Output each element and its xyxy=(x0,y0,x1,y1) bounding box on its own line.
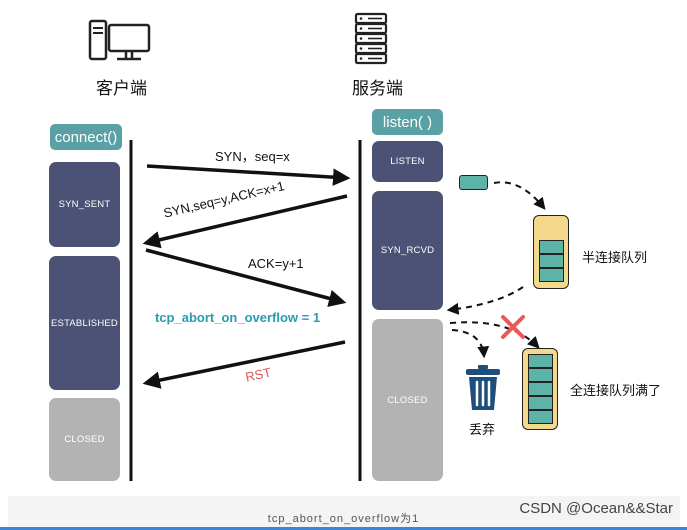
client-state-established: ESTABLISHED xyxy=(49,256,120,390)
connect-header: connect() xyxy=(50,124,122,150)
queue-slot xyxy=(528,396,553,410)
server-icon xyxy=(354,12,388,65)
to-full-queue-arrow xyxy=(449,321,540,349)
syn-label: SYN，seq=x xyxy=(215,149,290,164)
queue-slot xyxy=(528,354,553,368)
ack-arrow xyxy=(145,248,347,307)
abort-label: tcp_abort_on_overflow = 1 xyxy=(155,310,321,325)
queue-slot xyxy=(528,410,553,424)
queue-slot xyxy=(528,368,553,382)
bottom-accent-line xyxy=(0,527,687,530)
to-discard-arrow xyxy=(451,329,490,359)
server-state-syn-rcvd: SYN_RCVD xyxy=(372,191,443,310)
cross-icon xyxy=(501,315,525,339)
discard-label: 丢弃 xyxy=(469,422,496,437)
watermark: CSDN @Ocean&&Star xyxy=(519,500,673,517)
computer-icon xyxy=(88,19,151,61)
server-title: 服务端 xyxy=(352,79,403,98)
footer-bar xyxy=(8,496,680,530)
ack-label: ACK=y+1 xyxy=(248,256,304,271)
trash-icon xyxy=(466,365,500,410)
half-queue xyxy=(533,215,569,289)
queue-slot xyxy=(539,254,564,268)
client-state-syn-sent: SYN_SENT xyxy=(49,162,120,247)
client-state-closed: CLOSED xyxy=(49,398,120,481)
queue-slot xyxy=(528,382,553,396)
full-queue xyxy=(522,348,558,430)
client-title: 客户端 xyxy=(96,79,147,98)
queue-slot xyxy=(539,240,564,254)
synack-arrow xyxy=(142,194,348,249)
queue-slot xyxy=(539,268,564,282)
to-half-queue-arrow xyxy=(493,181,546,210)
packet-icon xyxy=(459,175,488,190)
half-queue-label: 半连接队列 xyxy=(582,250,648,265)
server-state-listen: LISTEN xyxy=(372,141,443,182)
from-half-queue-arrow xyxy=(446,286,524,315)
listen-header: listen( ) xyxy=(372,109,443,135)
rst-arrow xyxy=(142,340,346,389)
caption: tcp_abort_on_overflow为1 xyxy=(267,513,420,525)
server-state-closed: CLOSED xyxy=(372,319,443,481)
syn-arrow xyxy=(146,164,351,186)
full-queue-label: 全连接队列满了 xyxy=(570,383,662,398)
